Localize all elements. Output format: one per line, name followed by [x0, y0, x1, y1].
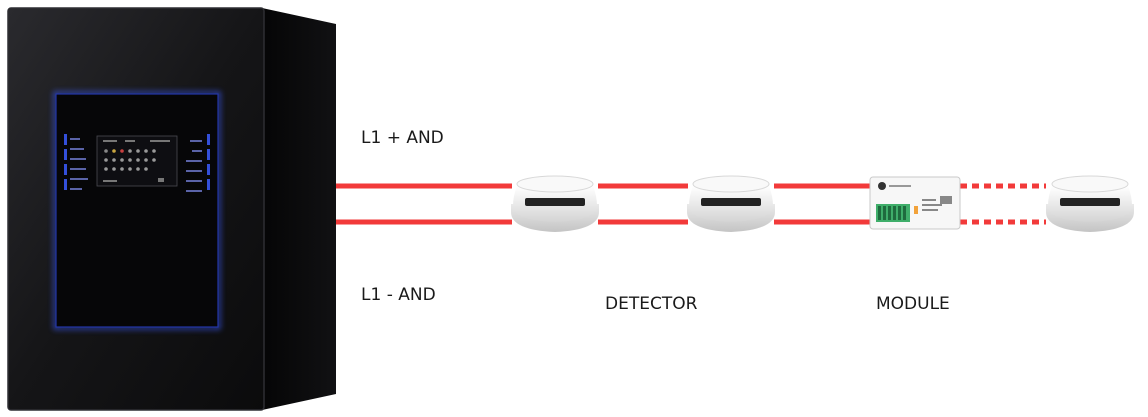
module-terminal-screws — [878, 206, 906, 220]
status-led-grid — [104, 149, 156, 171]
detector-slot — [701, 198, 761, 206]
io-module-icon — [869, 176, 961, 230]
display-glow — [53, 91, 221, 330]
panel-side — [262, 8, 336, 410]
module-print — [922, 196, 952, 211]
panel-bezel-edge — [7, 7, 265, 411]
line-minus-label: L1 - AND — [361, 285, 436, 305]
detector-top — [1051, 175, 1129, 193]
right-indicator-text — [186, 140, 202, 192]
left-indicator-text — [70, 138, 88, 190]
detector-label: DETECTOR — [605, 294, 698, 314]
smoke-detector-icon — [687, 175, 775, 232]
module-label: MODULE — [876, 294, 950, 314]
smoke-detector-icon — [1046, 175, 1134, 232]
fire-alarm-control-panel-icon — [7, 7, 336, 411]
display-window — [55, 93, 219, 328]
line-plus-label: L1 + AND — [361, 128, 444, 148]
module-logo — [878, 182, 886, 190]
module-indicator — [914, 206, 918, 214]
lcd-header-bars — [103, 140, 170, 182]
loop-wires — [334, 183, 1046, 225]
detector-top — [516, 175, 594, 193]
module-label-text — [889, 185, 911, 187]
detector-top — [692, 175, 770, 193]
right-indicator-column — [207, 134, 210, 190]
detector-slot — [525, 198, 585, 206]
smoke-detector-icon — [511, 175, 599, 232]
detector-slot — [1060, 198, 1120, 206]
left-indicator-column — [64, 134, 67, 190]
